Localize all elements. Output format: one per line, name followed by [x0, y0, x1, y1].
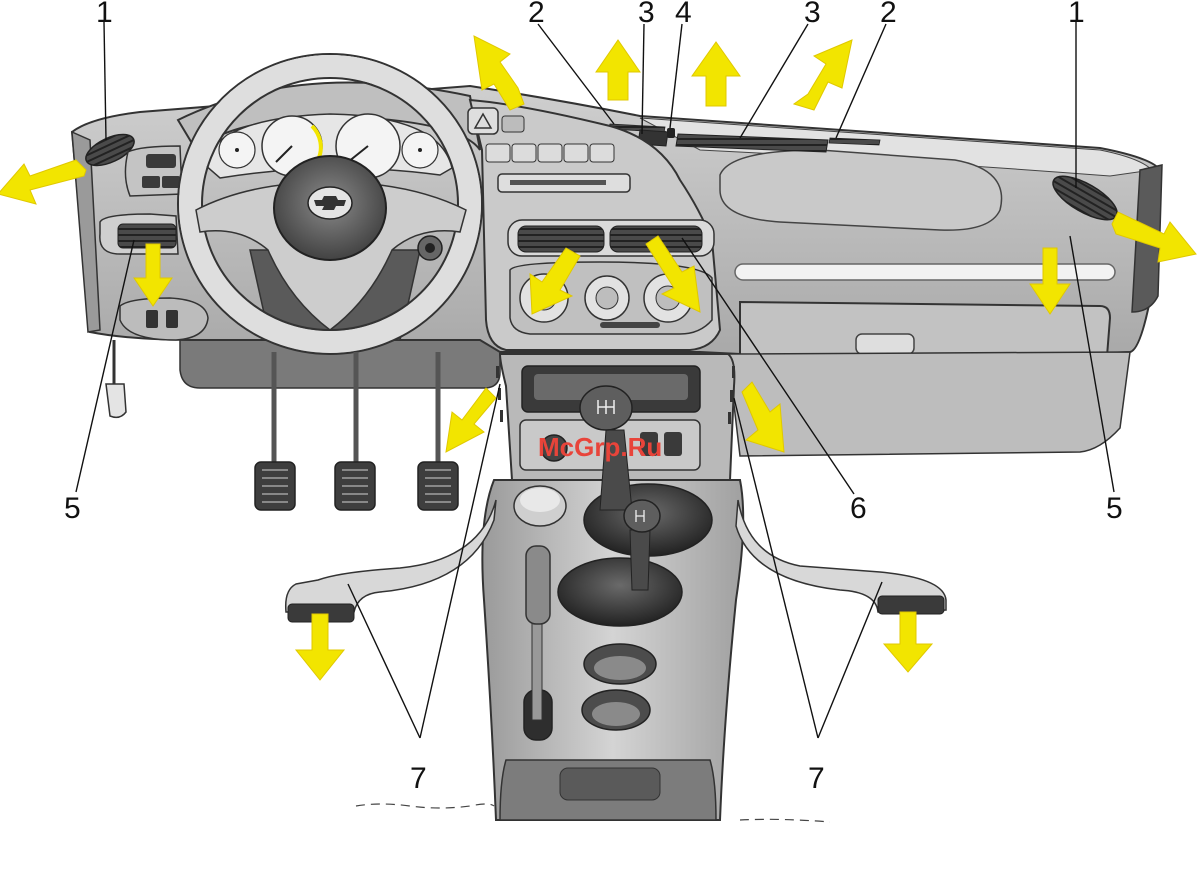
parking-brake-shaft	[531, 619, 543, 721]
bowtie-emblem	[314, 196, 346, 210]
arrow-floor-left	[294, 613, 346, 681]
leader-5-right	[1069, 235, 1115, 493]
pedals	[254, 352, 459, 511]
dash-left-face	[71, 130, 101, 333]
arrow-footwell-left	[445, 387, 497, 453]
leader-7-left-a	[347, 583, 421, 739]
recirc-lever	[600, 322, 660, 328]
floor-duct-left	[284, 499, 497, 613]
windshield-vent-right	[675, 133, 829, 153]
center-switch-row	[485, 143, 615, 163]
clock-display	[501, 115, 525, 133]
glovebox-handle	[855, 333, 915, 355]
arrow-demister-right	[792, 39, 853, 111]
callout-4: 4	[675, 0, 692, 29]
floor-duct-right-outlet	[877, 595, 945, 615]
side-vents	[85, 133, 1118, 221]
arrow-floor-right	[882, 611, 934, 673]
floor-duct-right	[735, 499, 947, 613]
leader-lines	[75, 21, 1115, 739]
tunnel-side-slots-right	[728, 366, 735, 424]
hazard-triangle	[473, 112, 493, 129]
console-tray-slot	[559, 767, 661, 801]
arrow-face-right	[1029, 247, 1071, 315]
callout-labels: 1 2 3 4 3 2 1 5 6 5 7 7	[64, 0, 1123, 795]
arrow-footwell-right	[741, 381, 785, 453]
left-vent-group	[99, 213, 209, 419]
center-vent-left-grille	[517, 225, 605, 253]
leader-7-left-b	[419, 383, 501, 739]
window-switch-pod	[119, 297, 209, 341]
arrow-face-center-left	[529, 247, 581, 315]
floor-cut-line	[355, 803, 831, 823]
airflow-arrows	[0, 35, 1197, 681]
center-console	[481, 353, 745, 821]
leader-2-right	[835, 23, 887, 139]
arrow-face-center-right	[645, 235, 701, 313]
tacho-needle	[275, 145, 293, 163]
light-switch	[146, 154, 176, 168]
rear-fog-switch	[142, 176, 160, 188]
demister-grilles	[607, 123, 881, 153]
tunnel-side-slots-left	[496, 366, 503, 422]
callout-7-right: 7	[808, 762, 825, 795]
arrow-face-left	[133, 243, 173, 307]
arrow-windshield-2	[691, 41, 741, 107]
arrow-side-left	[0, 159, 87, 205]
leader-6	[681, 237, 855, 495]
hazard-button	[467, 107, 499, 135]
callout-2-right: 2	[880, 0, 897, 29]
transfer-lever	[629, 529, 651, 591]
callout-1-right: 1	[1068, 0, 1085, 29]
callout-7-left: 7	[410, 762, 427, 795]
hood-release-handle	[105, 383, 127, 419]
leader-7-right-a	[733, 397, 819, 739]
passenger-recess	[719, 149, 1003, 231]
parking-brake-grip	[525, 545, 551, 625]
callout-5-left: 5	[64, 492, 81, 525]
seat-heat-switch	[640, 432, 658, 456]
passenger-lower-panel	[727, 351, 1131, 457]
leader-7-right-b	[817, 581, 883, 739]
trim-strip	[734, 263, 1116, 281]
leader-2-left	[537, 23, 615, 125]
left-switch-panel	[124, 145, 183, 197]
arrow-demister-left	[473, 35, 525, 111]
callout-5-right: 5	[1106, 492, 1123, 525]
diff-lock-switch	[664, 432, 682, 456]
window-switch-right	[166, 310, 178, 328]
leader-3-left	[641, 23, 645, 135]
side-vent-left	[85, 133, 135, 167]
steering-wheel	[177, 53, 483, 355]
sun-sensor	[667, 128, 675, 138]
radio-cd-slot	[510, 180, 606, 185]
left-switch-block	[124, 145, 183, 197]
watermark: McGrp.Ru	[538, 432, 662, 462]
callout-2-left: 2	[528, 0, 545, 29]
lighter-socket	[540, 434, 568, 462]
leader-5-left	[75, 239, 135, 493]
wheel-rim-fill	[179, 55, 481, 353]
leader-3-right	[739, 23, 809, 139]
callout-3-left: 3	[638, 0, 655, 29]
transfer-case-boot	[557, 557, 683, 627]
arrow-windshield-1	[595, 39, 641, 101]
callout-1-left: 1	[96, 0, 113, 29]
arrow-side-right	[1111, 211, 1197, 263]
side-demister-grille-right	[828, 137, 881, 146]
callout-3-right: 3	[804, 0, 821, 29]
window-switch-left	[146, 310, 158, 328]
wheel-rim	[177, 53, 483, 355]
callout-6: 6	[850, 492, 867, 525]
mirror-switch	[162, 176, 180, 188]
leader-4	[669, 23, 683, 129]
lower-dash-strip	[179, 339, 501, 389]
leader-1-left	[103, 21, 107, 141]
